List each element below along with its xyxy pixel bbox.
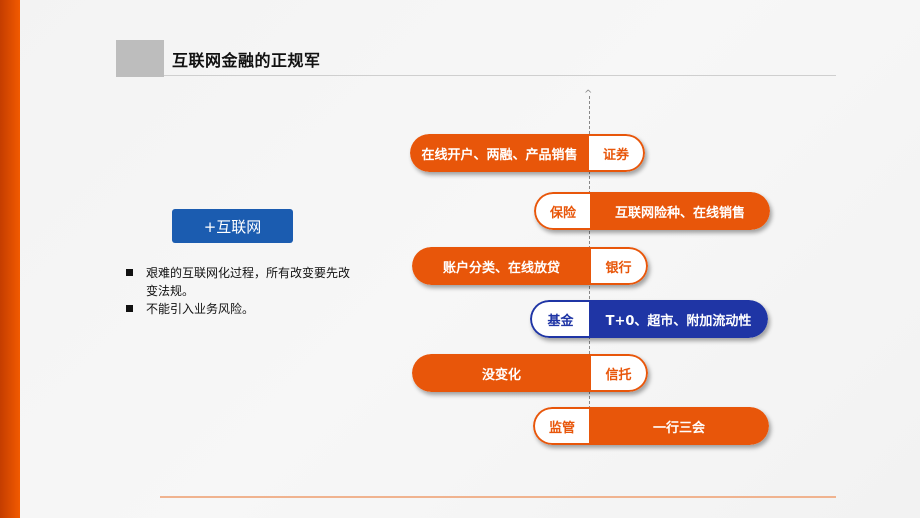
- row-text: 账户分类、在线放贷: [412, 247, 591, 285]
- bullet-list: 艰难的互联网化过程，所有改变要先改变法规。 不能引入业务风险。: [124, 264, 354, 318]
- bullet-item: 艰难的互联网化过程，所有改变要先改变法规。: [124, 264, 354, 300]
- row-tag: 证券: [589, 134, 645, 172]
- row-text: 一行三会: [589, 407, 769, 445]
- title-divider: [164, 75, 836, 76]
- row-tag: 基金: [530, 300, 589, 338]
- row-bank: 账户分类、在线放贷 银行: [412, 247, 648, 285]
- row-text: 互联网险种、在线销售: [590, 192, 770, 230]
- footer-divider: [160, 496, 836, 498]
- row-insurance: 保险 互联网险种、在线销售: [534, 192, 770, 230]
- side-accent-bar: [0, 0, 20, 518]
- row-text: T+0、超市、附加流动性: [589, 300, 768, 338]
- row-tag: 监管: [533, 407, 589, 445]
- row-text: 在线开户、两融、产品销售: [410, 134, 589, 172]
- row-regulation: 监管 一行三会: [533, 407, 769, 445]
- bullet-square-icon: [126, 269, 133, 276]
- bullet-item: 不能引入业务风险。: [124, 300, 354, 318]
- title-marker: [116, 40, 164, 77]
- plus-internet-box: +互联网: [172, 209, 293, 243]
- row-tag: 保险: [534, 192, 590, 230]
- arrow-up-icon: ^: [584, 89, 593, 100]
- row-fund: 基金 T+0、超市、附加流动性: [530, 300, 768, 338]
- slide-title: 互联网金融的正规军: [172, 51, 321, 70]
- row-tag: 信托: [591, 354, 648, 392]
- row-securities: 在线开户、两融、产品销售 证券: [410, 134, 645, 172]
- row-text: 没变化: [412, 354, 591, 392]
- row-tag: 银行: [591, 247, 648, 285]
- row-trust: 没变化 信托: [412, 354, 648, 392]
- bullet-square-icon: [126, 305, 133, 312]
